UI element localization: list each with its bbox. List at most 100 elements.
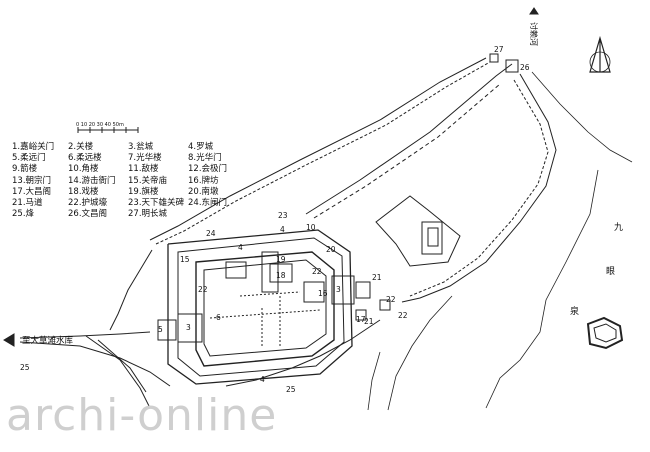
- legend-item: 25.烽: [12, 209, 35, 220]
- marker-22-c: 25: [286, 385, 296, 394]
- legend-item: 27.明长城: [128, 209, 168, 220]
- central-hall: [261, 251, 279, 293]
- legend-item: 18.戏楼: [68, 186, 99, 197]
- marker-18: 21: [364, 317, 374, 326]
- scale-bar: [77, 127, 139, 133]
- great-wall-north-inner: [313, 83, 501, 219]
- marker-25: 27: [494, 45, 504, 54]
- marker-4-c: 4: [260, 375, 265, 384]
- legend-item: 15.关帝庙: [128, 175, 168, 186]
- beacon-tower-2: [489, 53, 499, 63]
- marker-16: 20: [326, 245, 336, 254]
- legend: 1.嘉峪关门 2.关楼 3.瓮城 4.罗城 5.柔远门 6.柔远楼 7.光华楼 8.光华门 9.…: [12, 142, 244, 220]
- legend-item: 16.牌坊: [188, 175, 219, 186]
- legend-item: 9.箭楼: [12, 164, 38, 175]
- legend-item: 8.光华门: [188, 153, 222, 164]
- legend-item: 6.柔远楼: [68, 153, 102, 164]
- beacon-tower: [505, 59, 519, 73]
- marker-4-a: 4: [280, 225, 285, 234]
- marker-15: 19: [276, 255, 286, 264]
- legend-item: 5.柔远门: [12, 153, 46, 164]
- great-wall-north-west-inner: [155, 61, 491, 245]
- east-complex-wall: [375, 195, 461, 267]
- river-bank-south-2: [387, 295, 453, 411]
- legend-item: 24.东闸门: [188, 198, 228, 209]
- marker-22-a: 23: [278, 211, 288, 220]
- small-building-2: [379, 299, 391, 311]
- river-bank-south-3: [367, 351, 381, 411]
- building-cluster-north: [225, 261, 247, 279]
- marker-13: 17: [356, 315, 366, 324]
- great-wall-north: [305, 63, 513, 215]
- legend-item: 11.敌楼: [128, 164, 159, 175]
- central-courtyard: [269, 263, 293, 283]
- legend-item: 21.马道: [12, 198, 43, 209]
- inner-city-wall-2: [203, 259, 327, 357]
- plan-markers: 27 26 23 4 24 4 10 20 19 18 22 21 3 16 2…: [20, 45, 530, 394]
- road-west-4: [97, 339, 147, 393]
- great-wall-east: [401, 73, 557, 303]
- great-wall-south: [225, 319, 381, 387]
- legend-item: 7.光华楼: [128, 153, 162, 164]
- legend-item: 10.角楼: [68, 164, 99, 175]
- marker-4-b: 4: [238, 243, 243, 252]
- marker-22-b: 24: [206, 229, 216, 238]
- marker-5: 5: [158, 325, 163, 334]
- legend-item: 2.关楼: [68, 142, 94, 152]
- legend-item: 4.罗城: [188, 142, 214, 152]
- great-wall-east-inner: [409, 79, 549, 297]
- marker-17: 21: [372, 273, 382, 282]
- east-complex-building: [421, 221, 443, 255]
- road-west-2: [19, 341, 171, 387]
- marker-20: 22: [398, 311, 408, 320]
- river-bank-east: [531, 71, 633, 163]
- legend-item: 19.旗楼: [128, 186, 159, 197]
- legend-item: 13.朝宗门: [12, 175, 52, 186]
- marker-14: 18: [276, 271, 286, 280]
- marker-10: 10: [306, 223, 316, 232]
- west-gate-tower: [157, 319, 177, 341]
- watermark: archi-online: [6, 390, 278, 441]
- legend-item: 14.游击衙门: [68, 175, 116, 186]
- legend-item: 20.南墩: [188, 186, 219, 197]
- legend-item: 1.嘉峪关门: [12, 142, 55, 152]
- east-gate-tower: [355, 281, 371, 299]
- building-cluster-east: [303, 281, 325, 303]
- marker-21-b: 22: [198, 285, 208, 294]
- road-west-3: [85, 335, 151, 409]
- legend-item: 17.大昌阁: [12, 186, 52, 197]
- legend-item: 3.瓮城: [128, 142, 154, 152]
- east-barbican: [331, 275, 355, 305]
- river-bank-south: [485, 169, 599, 409]
- marker-23: 25: [20, 363, 30, 372]
- inner-city-wall: [195, 251, 335, 367]
- marker-11: 15: [180, 255, 190, 264]
- west-arrow-icon: [3, 333, 15, 347]
- marker-21-a: 22: [312, 267, 322, 276]
- great-wall-north-west: [149, 57, 487, 241]
- spring-pond-inner: [593, 323, 617, 343]
- north-arrow-icon: [529, 7, 539, 15]
- spring-pond: [586, 316, 624, 350]
- legend-item: 22.护城壕: [68, 198, 108, 209]
- outer-city-wall: [167, 229, 353, 385]
- legend-item: 23.天下雄关碑: [128, 198, 185, 209]
- mountain-label-1: 九: [614, 222, 623, 233]
- legend-item: 12.会极门: [188, 164, 228, 175]
- small-building-1: [355, 309, 367, 321]
- west-road-label: 至大草滩水库: [22, 335, 74, 346]
- outer-city-wall-inner: [177, 237, 345, 377]
- west-barbican: [177, 313, 203, 343]
- marker-12: 16: [318, 289, 328, 298]
- mountain-label-3: 泉: [570, 305, 579, 317]
- legend-item: 26.文昌阁: [68, 209, 108, 220]
- marker-3-a: 3: [336, 285, 341, 294]
- marker-3-b: 3: [186, 323, 191, 332]
- great-wall-west-diagonal: [109, 249, 153, 331]
- scale-label: 0 10 20 30 40 50m: [76, 122, 124, 128]
- marker-19: 22: [386, 295, 396, 304]
- marker-24: 26: [520, 63, 530, 72]
- north-road-label: 讨赖河: [529, 22, 539, 46]
